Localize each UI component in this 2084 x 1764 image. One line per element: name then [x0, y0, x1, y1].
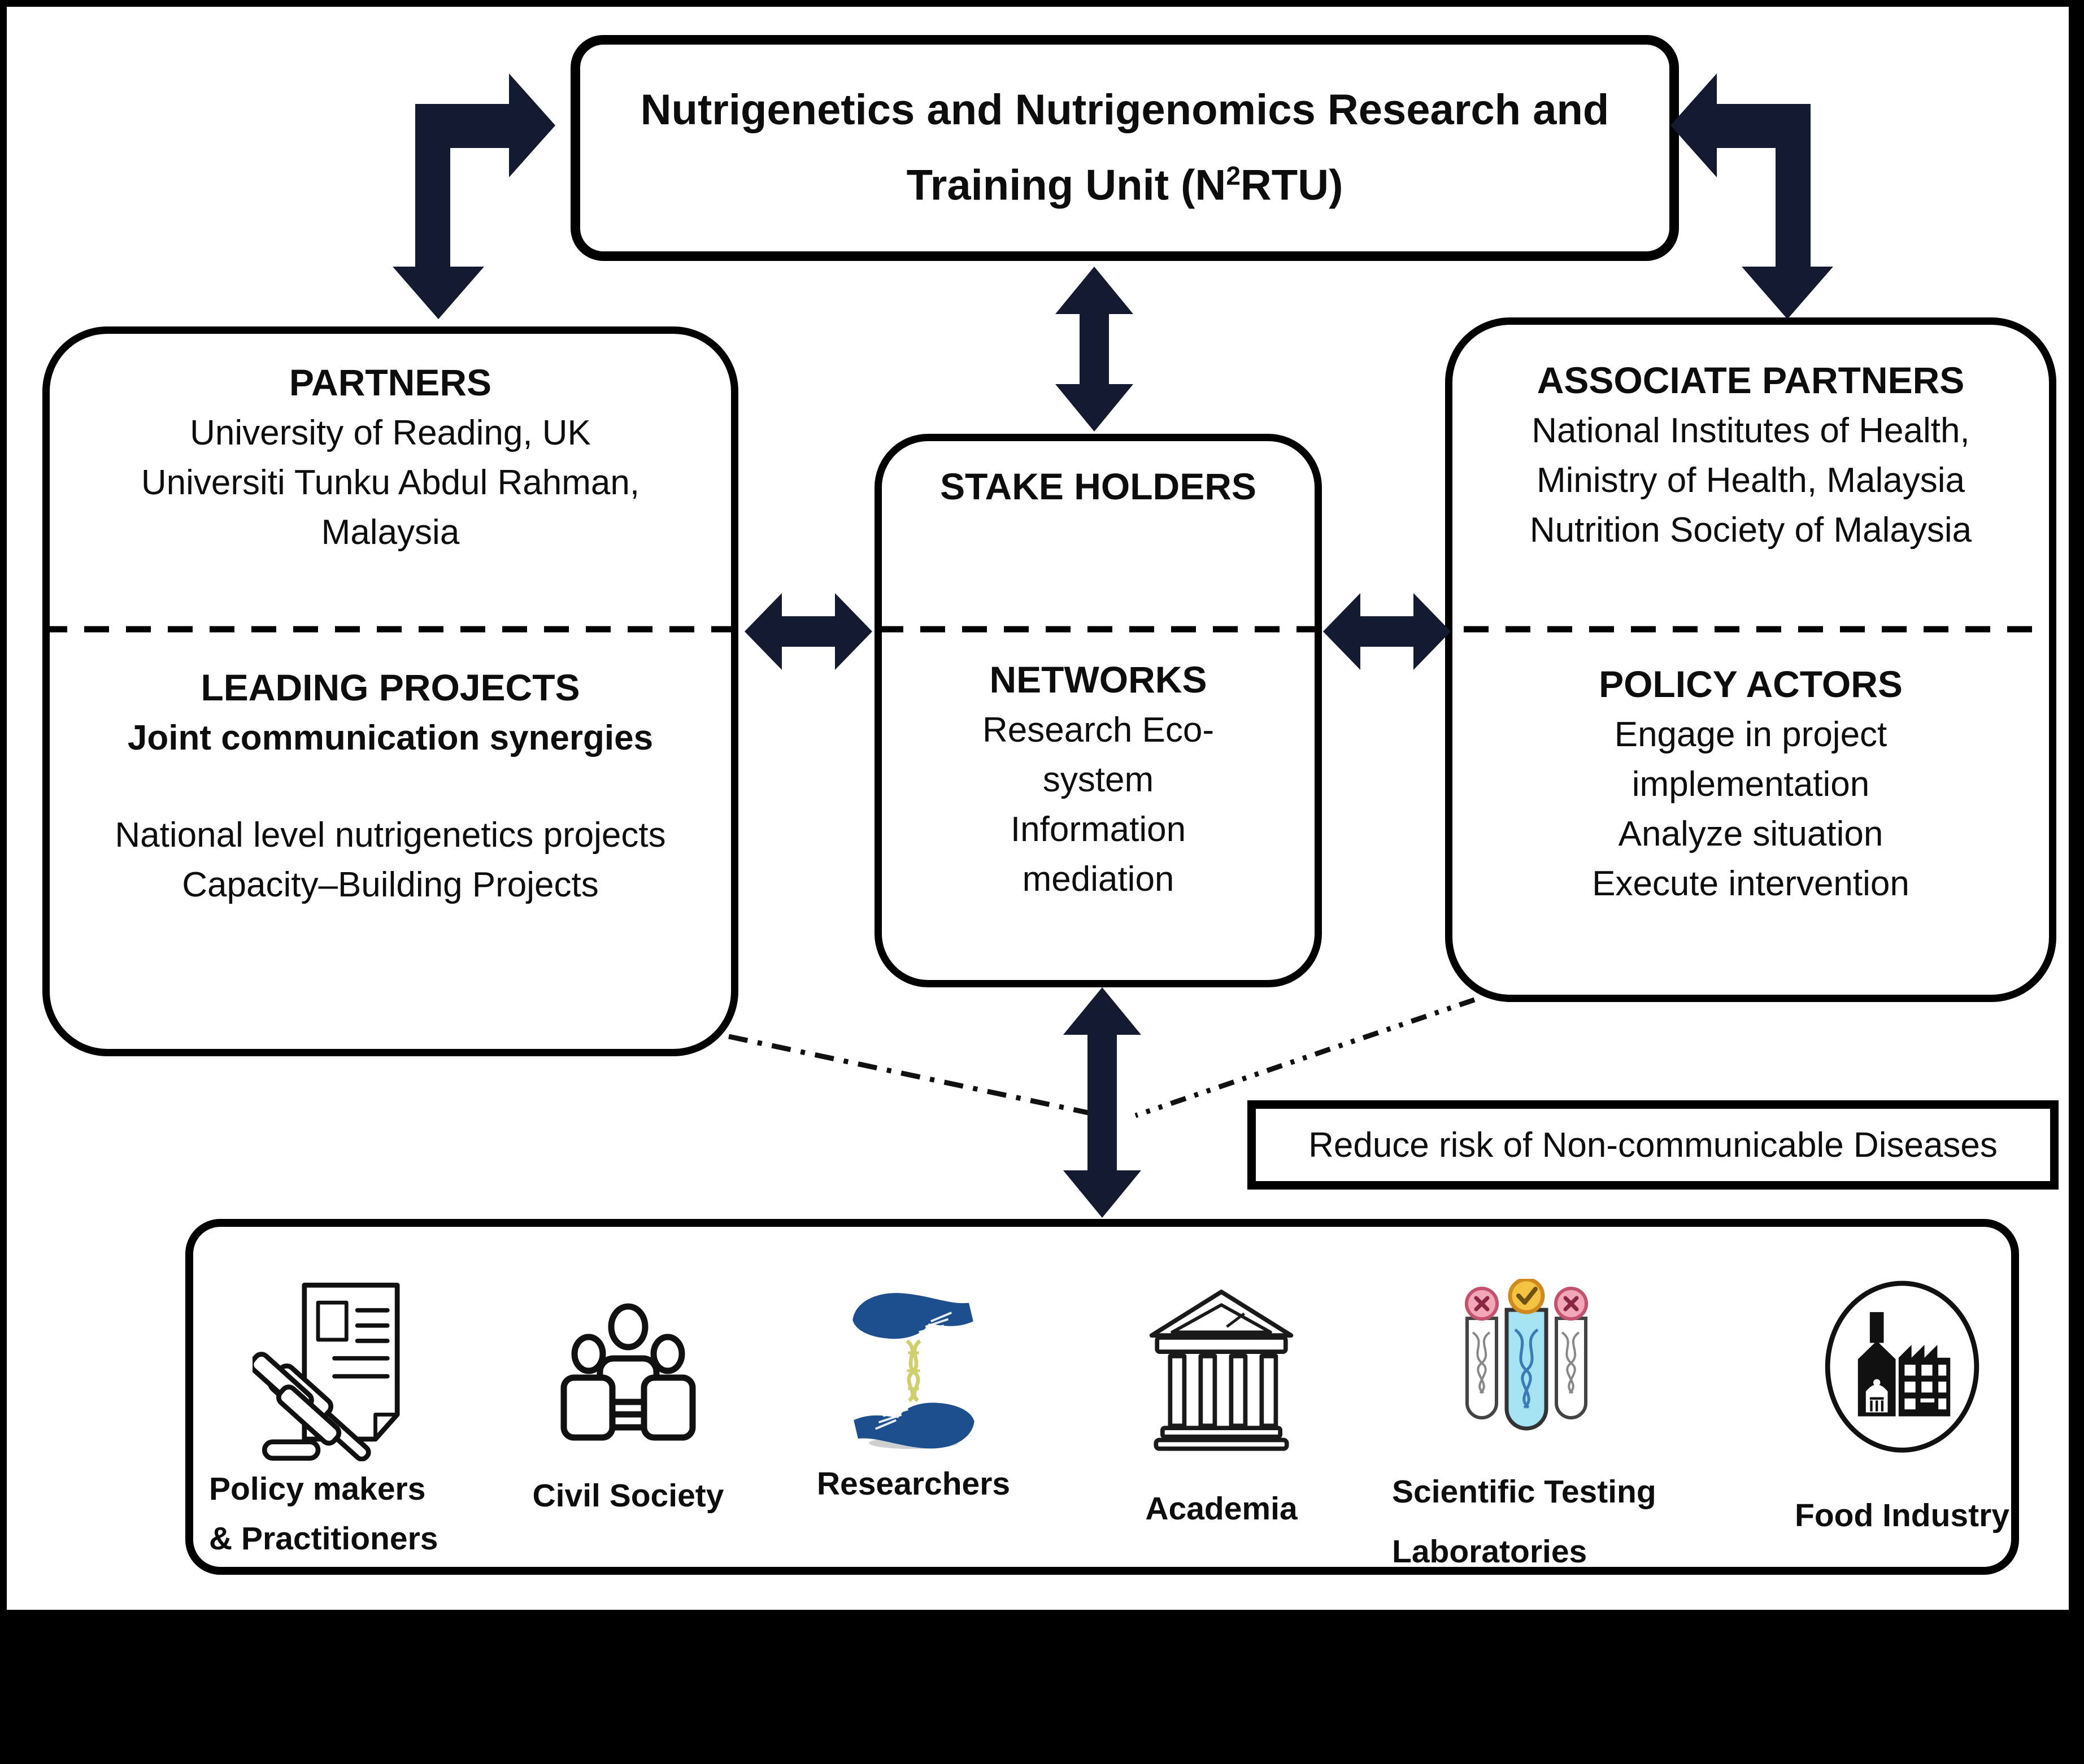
partners-heading: PARTNERS: [289, 361, 492, 403]
people-group-icon: [560, 1303, 696, 1441]
leading-projects-subheading: Joint communication synergies: [127, 718, 654, 757]
outcome-box: Reduce risk of Non-communicable Diseases: [1247, 1100, 2059, 1190]
bent-double-arrow-left-icon: [393, 73, 555, 319]
horizontal-double-arrow-left-icon: [745, 593, 872, 670]
networks-line: system: [1042, 760, 1154, 799]
n2rtu-title-line2: Training Unit (N2RTU): [906, 161, 1343, 210]
associate-partners-box: ASSOCIATE PARTNERS National Institutes o…: [1445, 317, 2056, 1002]
stakeholder-label: Laboratories: [1392, 1534, 1587, 1570]
networks-line: Information: [1010, 810, 1186, 849]
stakeholder-group-scientific-testing: Scientific Testing Laboratories: [1380, 1279, 1673, 1574]
policy-action: Execute intervention: [1592, 864, 1909, 903]
partners-member: Universiti Tunku Abdul Rahman,: [141, 463, 640, 502]
n2rtu-title-line1: Nutrigenetics and Nutrigenomics Research…: [640, 86, 1609, 134]
dash-dot-connector-lines: [728, 997, 1476, 1118]
project-item: Capacity–Building Projects: [182, 865, 599, 904]
stakeholder-group-academia: Academia: [1097, 1279, 1346, 1531]
policy-action: implementation: [1631, 765, 1870, 804]
stakeholders-upper-section: STAKE HOLDERS: [882, 441, 1315, 628]
vertical-double-arrow-bottom-icon: [1063, 987, 1141, 1218]
project-item: National level nutrigenetics projects: [115, 816, 666, 855]
spacer: [50, 763, 731, 811]
vertical-double-arrow-top-icon: [1055, 267, 1133, 432]
stakeholder-label: Civil Society: [532, 1478, 724, 1514]
factory-icon: [1825, 1280, 1979, 1453]
stakeholder-group-researchers: Researchers: [781, 1283, 1046, 1506]
stakeholders-box: STAKE HOLDERS NETWORKS Research Eco- sys…: [875, 434, 1322, 987]
partners-upper-section: PARTNERS University of Reading, UK Unive…: [50, 334, 731, 626]
stakeholder-label: & Practitioners: [209, 1521, 438, 1557]
networks-section: NETWORKS Research Eco- system Informatio…: [882, 628, 1315, 904]
outcome-label: Reduce risk of Non-communicable Diseases: [1308, 1125, 1998, 1165]
bent-double-arrow-right-icon: [1670, 73, 1833, 319]
leading-projects-heading: LEADING PROJECTS: [201, 667, 580, 708]
stakeholder-label: Food Industry: [1795, 1497, 2009, 1534]
gavel-document-icon: [253, 1282, 400, 1461]
networks-line: Research Eco-: [982, 711, 1215, 750]
test-tubes-icon: [1465, 1279, 1588, 1431]
associate-member: Ministry of Health, Malaysia: [1536, 461, 1965, 500]
associate-member: National Institutes of Health,: [1532, 411, 1970, 450]
stakeholder-group-policy-makers: Policy makers & Practitioners: [199, 1280, 470, 1561]
stakeholder-group-civil-society: Civil Society: [504, 1297, 752, 1518]
associate-partners-upper-section: ASSOCIATE PARTNERS National Institutes o…: [1452, 325, 2049, 626]
policy-actors-heading: POLICY ACTORS: [1599, 663, 1903, 705]
policy-actors-section: POLICY ACTORS Engage in project implemen…: [1452, 626, 2049, 909]
leading-projects-section: LEADING PROJECTS Joint communication syn…: [50, 626, 731, 910]
stakeholder-group-food-industry: Food Industry: [1758, 1268, 2046, 1537]
classical-building-icon: [1149, 1290, 1294, 1451]
stakeholder-panel: Policy makers & Practitioners Civil Soci…: [185, 1219, 2019, 1575]
partners-member: University of Reading, UK: [190, 413, 591, 452]
associate-member: Nutrition Society of Malaysia: [1529, 511, 1972, 550]
stakeholder-label: Scientific Testing: [1392, 1474, 1656, 1510]
networks-heading: NETWORKS: [989, 659, 1207, 700]
stakeholders-heading: STAKE HOLDERS: [940, 465, 1256, 507]
policy-action: Engage in project: [1614, 715, 1887, 754]
policy-action: Analyze situation: [1618, 815, 1883, 853]
stakeholder-label: Policy makers: [209, 1471, 426, 1507]
n2rtu-box: Nutrigenetics and Nutrigenomics Research…: [571, 35, 1679, 261]
horizontal-double-arrow-right-icon: [1323, 593, 1451, 670]
partners-member: Malaysia: [321, 513, 460, 552]
dashed-divider-line: [42, 626, 2056, 633]
stakeholder-label: Researchers: [816, 1466, 1011, 1502]
partners-box: PARTNERS University of Reading, UK Unive…: [42, 326, 738, 1056]
associate-partners-heading: ASSOCIATE PARTNERS: [1537, 359, 1965, 401]
stakeholder-label: Academia: [1145, 1491, 1298, 1527]
hands-dna-icon: [852, 1293, 974, 1449]
networks-line: mediation: [1022, 860, 1174, 899]
